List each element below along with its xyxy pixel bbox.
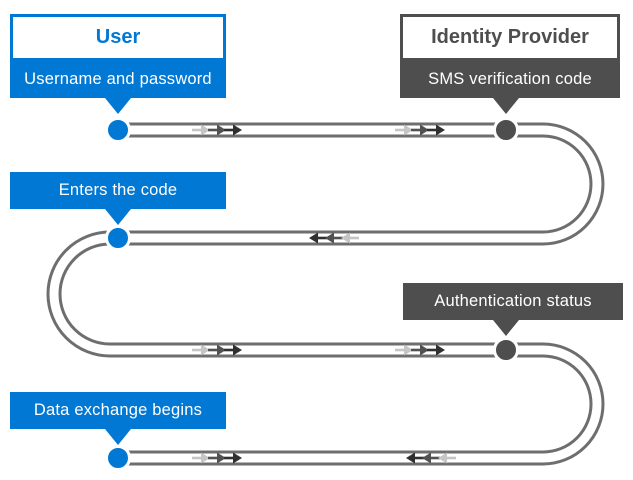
identity-provider-callout-tail bbox=[493, 98, 519, 114]
enters-code-callout-tail bbox=[105, 209, 131, 225]
sms-code-step-label: SMS verification code bbox=[428, 70, 592, 88]
data-exchange-box: Data exchange begins bbox=[10, 392, 226, 445]
flow-track-inner bbox=[49, 125, 602, 463]
user-actor-title-box: User bbox=[10, 14, 226, 61]
data-exchange-step: Data exchange begins bbox=[10, 392, 226, 429]
identity-provider-actor-box: Identity Provider SMS verification code bbox=[400, 14, 620, 114]
auth-status-step: Authentication status bbox=[403, 283, 623, 320]
enters-code-step-label: Enters the code bbox=[58, 181, 178, 199]
identity-provider-actor-title-box: Identity Provider bbox=[400, 14, 620, 61]
auth-status-node-dot bbox=[493, 337, 519, 363]
auth-status-callout-tail bbox=[493, 320, 519, 336]
user-node-dot bbox=[105, 117, 131, 143]
enters-code-step: Enters the code bbox=[10, 172, 226, 209]
username-password-step: Username and password bbox=[10, 61, 226, 98]
identity-provider-node-dot bbox=[493, 117, 519, 143]
enters-code-node-dot bbox=[105, 225, 131, 251]
user-actor-box: User Username and password bbox=[10, 14, 226, 114]
identity-provider-actor-title: Identity Provider bbox=[431, 26, 589, 48]
auth-status-step-label: Authentication status bbox=[434, 292, 592, 310]
user-callout-tail bbox=[105, 98, 131, 114]
data-exchange-callout-tail bbox=[105, 429, 131, 445]
data-exchange-step-label: Data exchange begins bbox=[33, 401, 203, 419]
auth-status-box: Authentication status bbox=[403, 283, 623, 336]
enters-code-box: Enters the code bbox=[10, 172, 226, 225]
user-actor-title: User bbox=[95, 26, 141, 48]
username-password-step-label: Username and password bbox=[24, 70, 212, 88]
sms-code-step: SMS verification code bbox=[400, 61, 620, 98]
data-exchange-node-dot bbox=[105, 445, 131, 471]
